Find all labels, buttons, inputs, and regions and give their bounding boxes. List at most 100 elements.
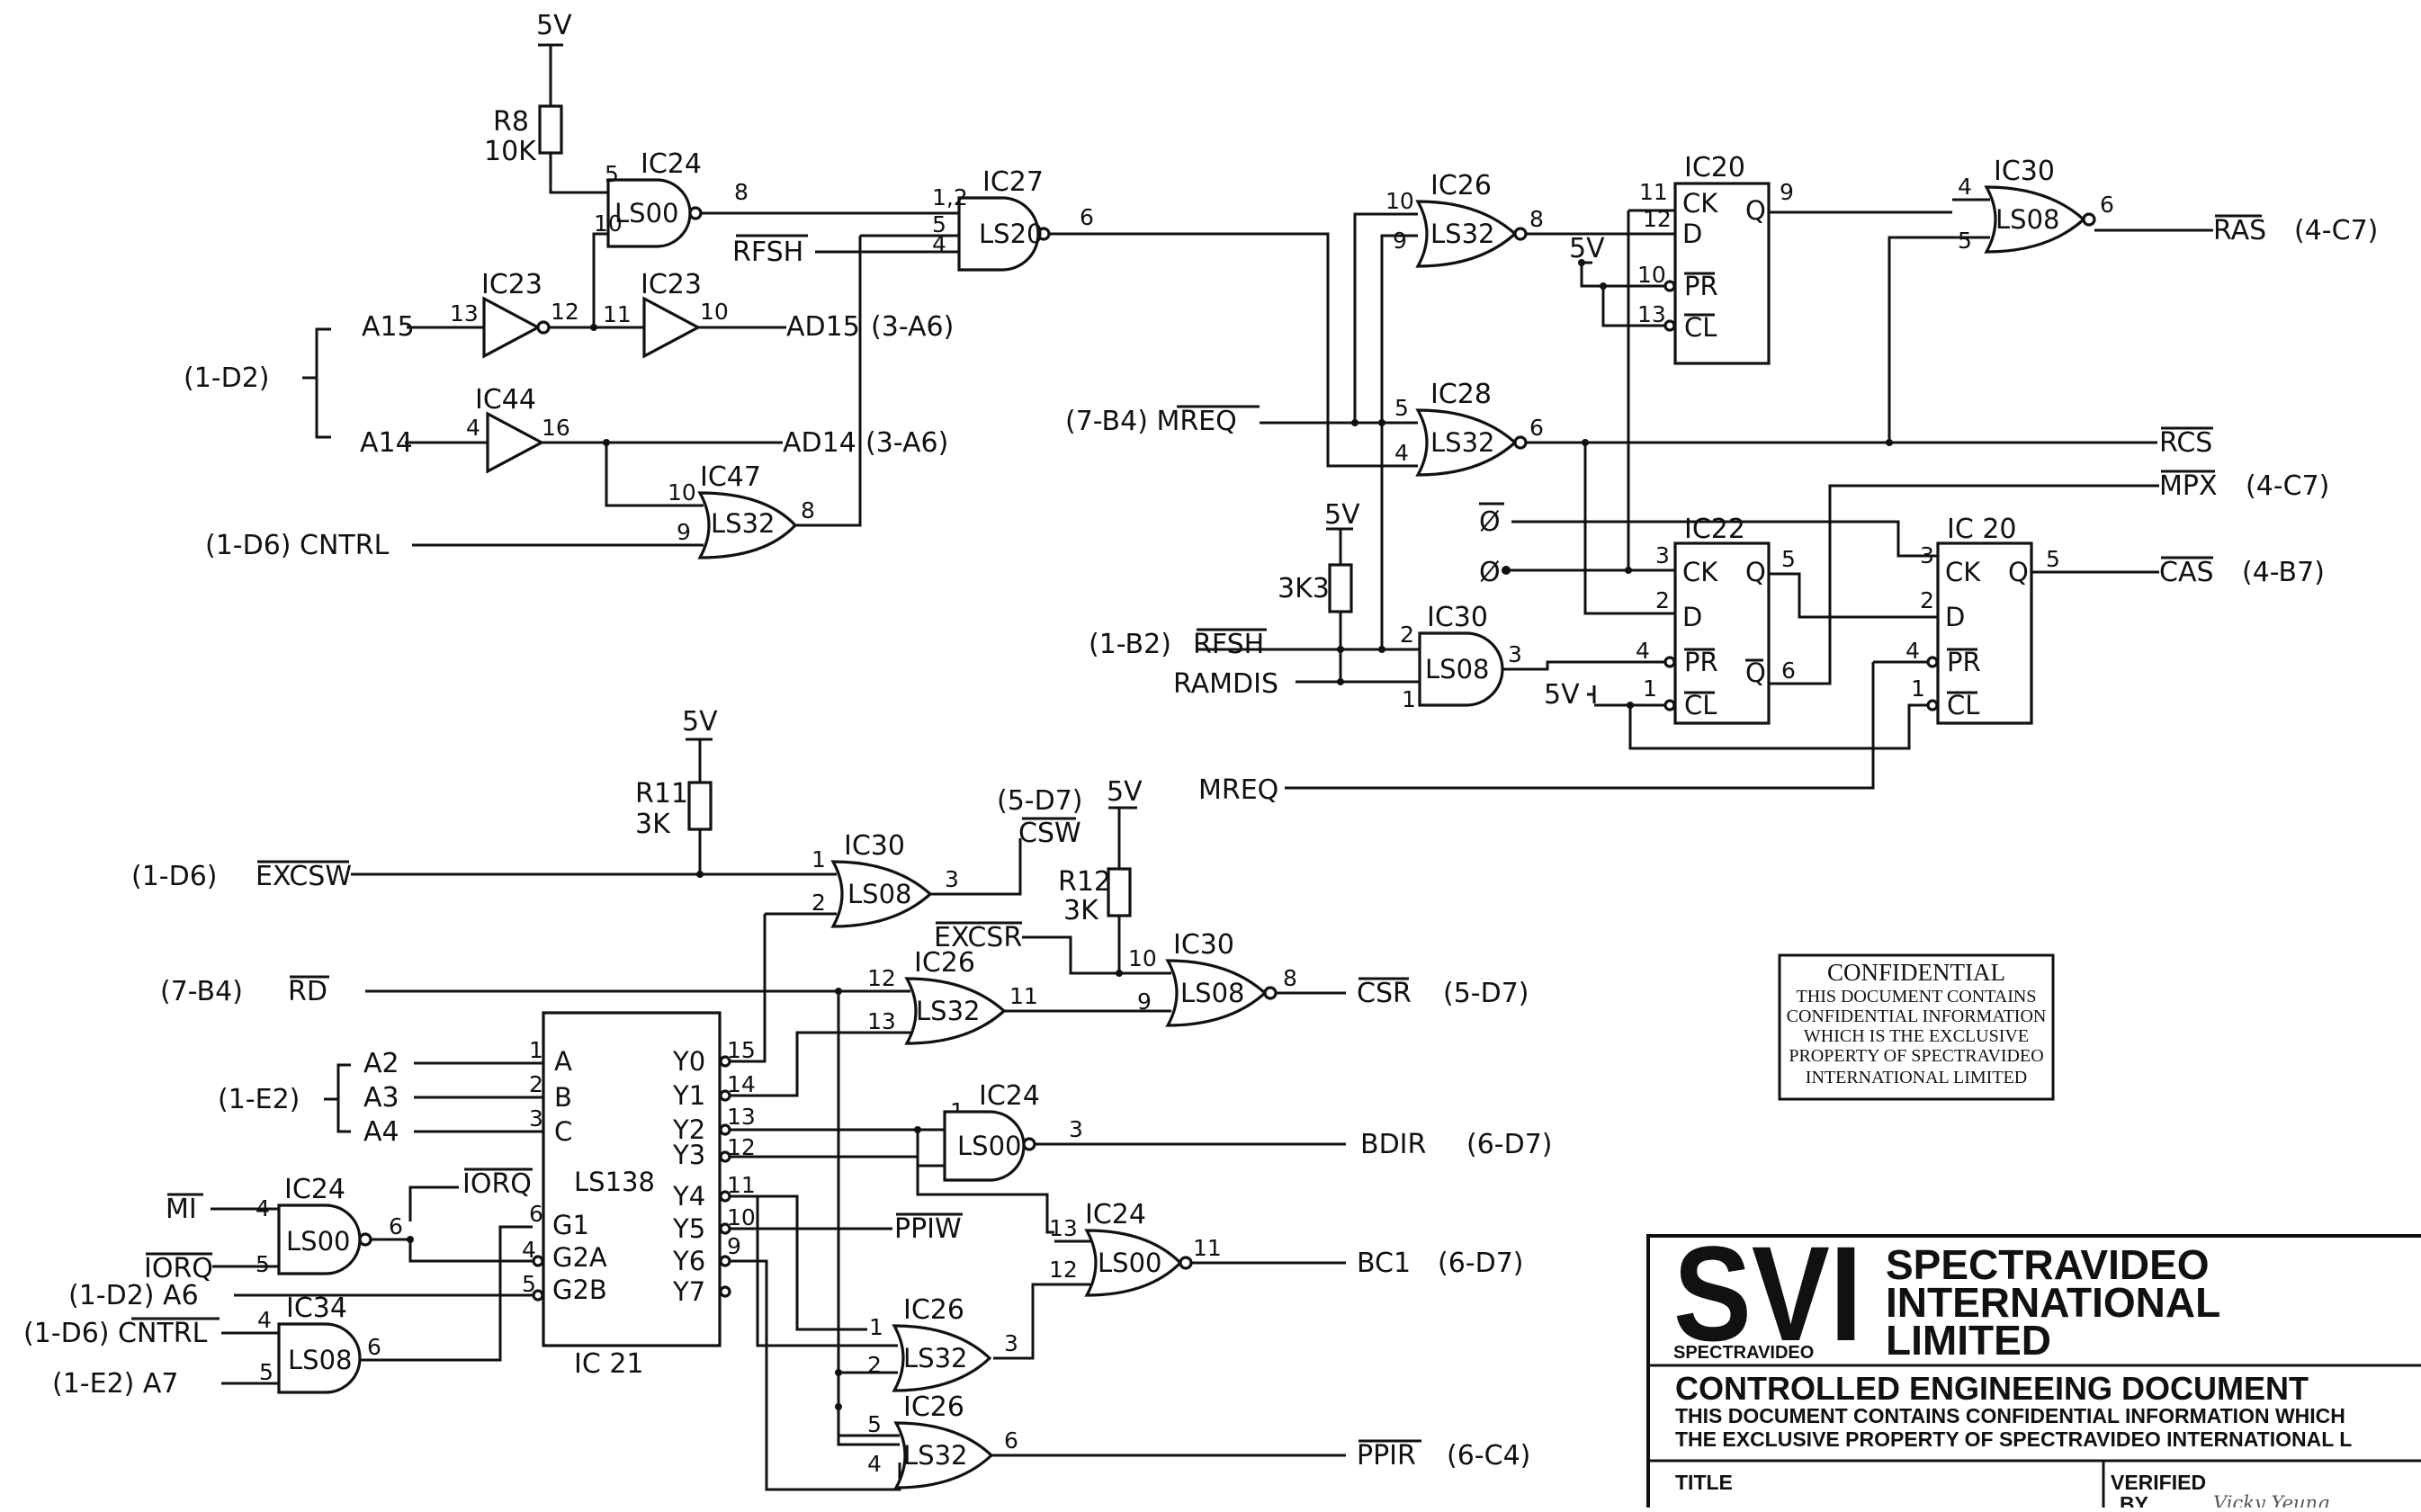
- signal-e2-ref: (1-E2): [218, 1084, 300, 1115]
- pin-label: 5: [259, 1359, 273, 1385]
- notice-line: THIS DOCUMENT CONTAINS CONFIDENTIAL INFO…: [1675, 1404, 2345, 1427]
- gate-ref: IC30: [1994, 156, 2055, 187]
- signature: Vicky Yeung: [2213, 1492, 2330, 1508]
- pin-label: 10: [1128, 945, 1157, 971]
- pin-label: 6: [1529, 415, 1544, 441]
- signal-d2-ref: (1-D2): [184, 362, 270, 394]
- flipflop-ic20-bottom: IC 20 CK D Q PR CL 3 2 4 1 5: [1905, 514, 2060, 725]
- decoder-inputs: A B C G1 G2A G2B 1 2 3 6 4 5: [522, 1037, 607, 1305]
- gate-type: LS32: [916, 996, 980, 1026]
- pin-label: 9: [1137, 989, 1152, 1015]
- signal-a6: (1-D2) A6: [68, 1280, 199, 1311]
- r8-value: 10K: [484, 136, 537, 167]
- pin-label: 4: [1394, 440, 1409, 466]
- gate-type: LS32: [1430, 427, 1494, 458]
- ff-d: D: [1682, 602, 1702, 632]
- pin-label: 5: [1394, 395, 1409, 421]
- pin-y4: Y4: [672, 1181, 705, 1212]
- decoder-outputs: Y0 Y1 Y2 Y3 Y4 Y5 Y6 Y7 15 14 13 12 11 1…: [672, 1037, 756, 1307]
- gate-type: LS00: [614, 198, 678, 228]
- document-title: CONTROLLED ENGINEEING DOCUMENT: [1675, 1370, 2309, 1407]
- ff-cl: CL: [1684, 690, 1717, 720]
- confidential-title: CONFIDENTIAL: [1827, 959, 2005, 986]
- pin-y6: Y6: [672, 1246, 705, 1276]
- company-logo: SVI: [1673, 1218, 1862, 1369]
- signal-a2: A2: [363, 1048, 399, 1079]
- company-name-line: LIMITED: [1886, 1317, 2051, 1364]
- pin-label: 3: [945, 866, 959, 892]
- ff-pr: PR: [1684, 271, 1718, 301]
- gate-ic44-buffer: IC44: [475, 384, 545, 474]
- gate-ref: IC23: [641, 269, 702, 300]
- pin-label: 4: [1636, 638, 1650, 664]
- gate-type: LS32: [711, 508, 775, 539]
- gate-ref: IC23: [481, 269, 542, 300]
- pin-label: 4: [867, 1451, 882, 1477]
- r8-name: R8: [493, 106, 529, 138]
- pin-a: A: [554, 1046, 572, 1077]
- signal-rfsh2: RFSH: [1193, 629, 1264, 660]
- signal-bdir-ref: (6-D7): [1466, 1129, 1553, 1160]
- signal-excsw-ref: (1-D6): [131, 861, 218, 892]
- pin-label: 1: [1911, 675, 1925, 702]
- gate-ic30-and-refresh: IC30 LS08 3: [1418, 602, 1522, 707]
- signal-csr: CSR: [1357, 978, 1412, 1009]
- confidential-line: CONFIDENTIAL INFORMATION: [1787, 1007, 2047, 1026]
- signal-ras: RAS: [2213, 215, 2266, 246]
- pin-label: 5: [605, 161, 619, 187]
- pin-num: 13: [727, 1104, 756, 1130]
- signal-a15: A15: [362, 311, 415, 343]
- pin-label: 11: [603, 301, 632, 327]
- pin-y0: Y0: [672, 1046, 705, 1077]
- signal-csw: CSW: [1018, 818, 1081, 849]
- signal-excsr: EXCSR: [934, 922, 1022, 953]
- signal-mpx-ref: (4-C7): [2246, 470, 2329, 502]
- pin-label: 1: [1402, 686, 1416, 712]
- decoder-ref: IC 21: [574, 1348, 644, 1380]
- signal-a7: (1-E2) A7: [52, 1368, 179, 1400]
- signal-mreq-2: MREQ: [1198, 774, 1278, 806]
- pin-label: 11: [1639, 179, 1668, 205]
- signal-cntrl: (1-D6) CNTRL: [205, 530, 390, 561]
- gate-ref: IC34: [286, 1293, 347, 1324]
- pin-label: 4: [257, 1307, 272, 1333]
- gate-ic47-or: IC47 LS32 8: [697, 461, 815, 559]
- signal-cas-ref: (4-B7): [2242, 557, 2325, 588]
- pin-label: 6: [389, 1213, 403, 1239]
- gate-ic23-inverter-1: IC23: [481, 269, 551, 359]
- pin-label: 8: [1529, 206, 1544, 232]
- signal-phi-bar: Ø: [1479, 506, 1501, 538]
- ff-q: Q: [2008, 557, 2029, 587]
- pin-label: 3: [1508, 641, 1522, 667]
- pin-y2: Y2: [672, 1114, 705, 1145]
- pin-num: 9: [727, 1233, 741, 1259]
- ff-d: D: [1945, 602, 1965, 632]
- pin-label: 16: [542, 415, 570, 441]
- r12-value: 3K: [1063, 895, 1099, 926]
- confidential-line: WHICH IS THE EXCLUSIVE: [1804, 1026, 2029, 1046]
- pin-label: 1: [811, 846, 826, 872]
- signal-ramdis: RAMDIS: [1173, 668, 1278, 700]
- signal-a3: A3: [363, 1082, 399, 1114]
- notice-line: THE EXCLUSIVE PROPERTY OF SPECTRAVIDEO I…: [1675, 1427, 2352, 1451]
- gate-ic23-inverter-2: IC23: [641, 269, 702, 359]
- flipflop-ic22: IC22 CK D Q Q PR CL 3 2 4 1 5 6: [1636, 514, 1796, 725]
- gate-type: LS32: [903, 1440, 967, 1471]
- signal-mreq-in: (7-B4) MREQ: [1065, 406, 1237, 437]
- signal-ppiw: PPIW: [894, 1213, 962, 1245]
- signal-csw-ref: (5-D7): [997, 785, 1083, 817]
- gate-ref: IC30: [1427, 602, 1488, 633]
- confidential-line: PROPERTY OF SPECTRAVIDEO: [1789, 1046, 2043, 1066]
- signal-iorq: IORQ: [144, 1253, 213, 1284]
- gate-ref: IC44: [475, 384, 536, 416]
- gate-type: LS00: [286, 1226, 350, 1257]
- gate-ref: IC24: [1085, 1199, 1146, 1230]
- pin-label: 13: [450, 300, 479, 327]
- pin-label: 9: [1393, 228, 1407, 254]
- ff-pr: PR: [1947, 647, 1981, 677]
- signal-cas: CAS: [2159, 557, 2214, 588]
- pin-label: 6: [2100, 192, 2114, 218]
- resistor-r8: R8 10K: [484, 104, 563, 167]
- ff-cl: CL: [1684, 312, 1717, 343]
